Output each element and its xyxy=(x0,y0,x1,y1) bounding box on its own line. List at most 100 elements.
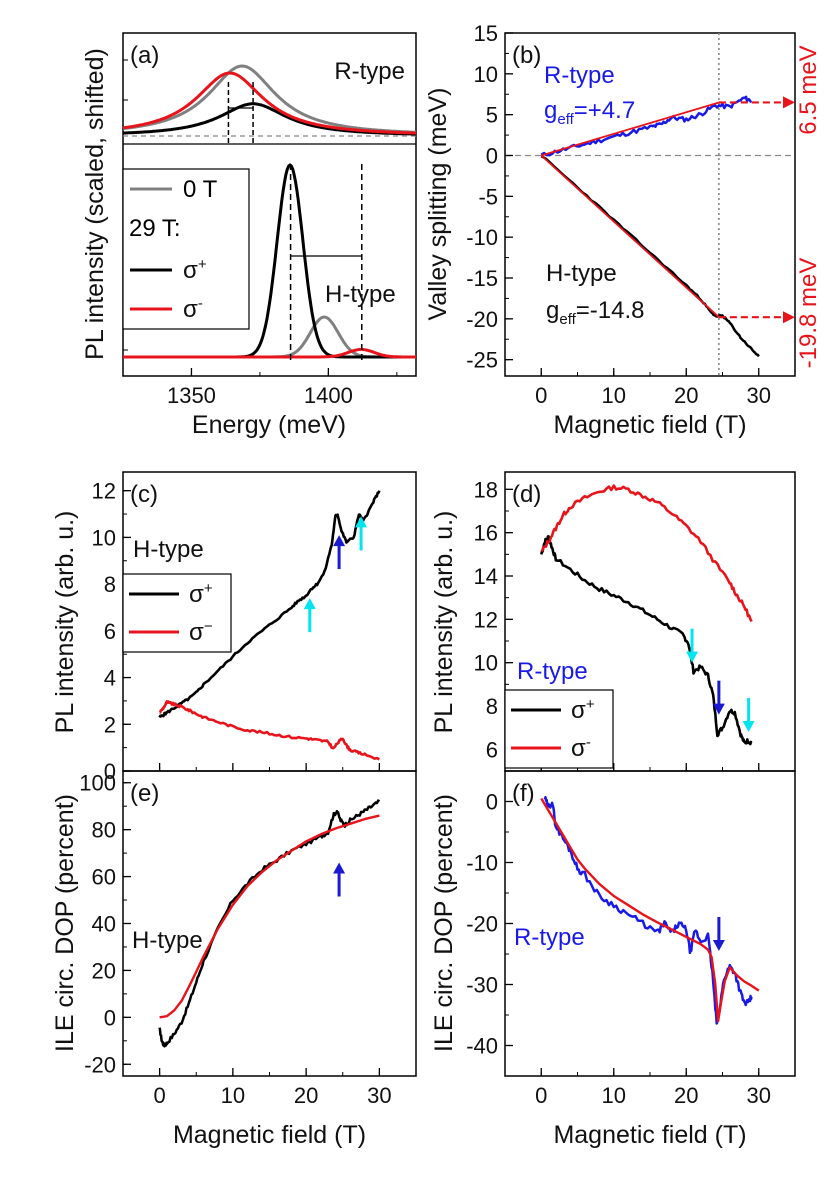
x-tick-label: 30 xyxy=(367,1083,391,1108)
y-tick-label: -40 xyxy=(466,1034,498,1059)
legend-label-sigma-minus-base: σ xyxy=(189,619,204,646)
label-g-htype-sub: eff xyxy=(559,311,576,328)
series-line-rtype xyxy=(122,64,417,134)
fit-line-rtype xyxy=(541,101,720,157)
legend-label-sigma-minus-base: σ xyxy=(183,296,198,323)
panel-label: (f) xyxy=(512,780,535,807)
series-line-data xyxy=(543,795,753,1025)
y-tick-label: 40 xyxy=(92,912,116,937)
series-line-sigma-minus xyxy=(158,700,380,761)
y-tick-label: 16 xyxy=(474,521,498,546)
y-tick-label: 4 xyxy=(104,666,116,691)
label-g-htype-val: =-14.8 xyxy=(576,297,645,324)
y-tick-label: 80 xyxy=(92,818,116,843)
legend-label-sigma-plus: σ+ xyxy=(183,256,207,284)
y-tick-label: 0 xyxy=(104,759,116,784)
legend-label-sigma-minus-sup: - xyxy=(586,734,591,751)
legend-box xyxy=(122,168,250,330)
label-htype: H-type xyxy=(325,281,396,308)
legend-label-sigma-plus-base: σ xyxy=(183,257,198,284)
x-tick-label: 1350 xyxy=(167,383,216,408)
x-tick-label: 20 xyxy=(674,1083,698,1108)
y-tick-label: -20 xyxy=(466,912,498,937)
series-line-rtype xyxy=(122,71,417,135)
y-tick-label: 8 xyxy=(486,694,498,719)
y-tick-label: -30 xyxy=(466,973,498,998)
legend-label-sigma-plus-sup: + xyxy=(204,580,213,597)
y-axis-label: ILE circ. DOP (percent) xyxy=(51,794,79,1052)
label-g-htype: geff=-14.8 xyxy=(546,297,644,328)
label-g-rtype-val: =+4.7 xyxy=(574,97,635,124)
y-tick-label: -20 xyxy=(466,307,498,332)
y-tick-label: -20 xyxy=(84,1052,116,1077)
label-rtype: R-type xyxy=(544,62,615,89)
panel-label: (d) xyxy=(512,481,541,508)
arrow-head xyxy=(783,96,795,109)
marker-arrow-head xyxy=(355,516,368,528)
marker-arrow-head xyxy=(333,535,346,547)
x-tick-label: 20 xyxy=(294,1083,318,1108)
legend-label-sigma-plus-base: σ xyxy=(571,697,586,724)
y-tick-label: 6 xyxy=(486,737,498,762)
series-line-fit xyxy=(159,814,380,1019)
series-line-htype xyxy=(540,155,760,358)
y-axis-label: PL intensity (arb. u.) xyxy=(430,511,458,734)
legend-label-sigma-minus-sup: - xyxy=(198,295,203,312)
series-line-htype xyxy=(123,347,416,359)
y-tick-label: 2 xyxy=(104,712,116,737)
legend-box xyxy=(504,689,614,769)
marker-arrow-head xyxy=(686,651,699,663)
x-tick-label: 0 xyxy=(535,1083,547,1108)
panel-label: (a) xyxy=(130,42,159,69)
panel-label: (c) xyxy=(130,481,158,508)
marker-arrow-head xyxy=(333,862,346,874)
x-axis-label: Magnetic field (T) xyxy=(173,1121,366,1149)
y-tick-label: 10 xyxy=(92,525,116,550)
y-tick-label: -10 xyxy=(466,851,498,876)
y-tick-label: 6 xyxy=(104,619,116,644)
marker-arrow-head xyxy=(742,721,755,732)
panel-label: (e) xyxy=(130,780,159,807)
x-tick-label: 10 xyxy=(602,1083,626,1108)
y-tick-label: -25 xyxy=(466,348,498,373)
label-g-htype-base: g xyxy=(546,297,559,324)
arrow-head xyxy=(783,311,795,324)
series-line-sigma-plus xyxy=(158,490,381,718)
y-tick-label: 12 xyxy=(474,607,498,632)
y-tick-label: 0 xyxy=(104,1005,116,1030)
right-label-htype: -19.8 meV xyxy=(795,258,822,369)
legend-label-sigma-plus-sup: + xyxy=(586,696,595,713)
label-rtype: R-type xyxy=(514,924,585,951)
legend-label-sigma-minus-base: σ xyxy=(571,735,586,762)
marker-arrow-head xyxy=(712,703,725,715)
y-tick-label: -10 xyxy=(466,225,498,250)
right-label-rtype: 6.5 meV xyxy=(795,45,822,134)
x-tick-label: 0 xyxy=(535,383,547,408)
y-tick-label: 10 xyxy=(474,62,498,87)
label-rtype: R-type xyxy=(334,58,405,85)
legend-label-sigma-minus-sup: − xyxy=(204,618,213,635)
x-tick-label: 10 xyxy=(221,1083,245,1108)
label-htype: H-type xyxy=(546,260,617,287)
x-tick-label: 20 xyxy=(674,383,698,408)
y-tick-label: -5 xyxy=(478,184,498,209)
y-tick-label: 8 xyxy=(104,572,116,597)
series-line-sigma-minus xyxy=(540,484,753,623)
x-tick-label: 30 xyxy=(747,1083,771,1108)
y-tick-label: 12 xyxy=(92,479,116,504)
y-tick-label: 14 xyxy=(474,564,498,589)
y-tick-label: -15 xyxy=(466,266,498,291)
label-htype: H-type xyxy=(133,536,204,563)
y-tick-label: 18 xyxy=(474,477,498,502)
label-g-rtype: geff=+4.7 xyxy=(544,97,635,128)
marker-arrow-head xyxy=(712,939,725,951)
y-tick-label: 0 xyxy=(486,790,498,815)
x-axis-label: Energy (meV) xyxy=(192,411,346,439)
panel-label: (b) xyxy=(512,42,541,69)
legend-label-29T: 29 T: xyxy=(129,215,181,242)
